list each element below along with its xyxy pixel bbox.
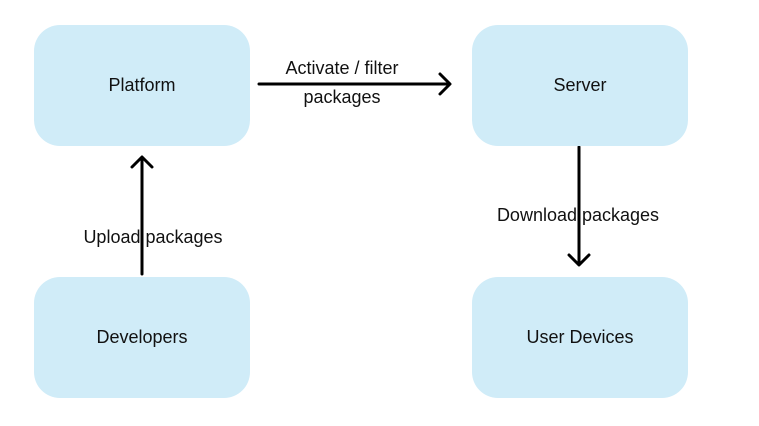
edge-activate-arrowhead (438, 72, 452, 96)
node-platform-label: Platform (108, 75, 176, 95)
edge-upload-arrowhead (130, 155, 154, 169)
edge-activate-arrow (257, 72, 452, 96)
node-platform: Platform (34, 25, 250, 146)
edge-activate-label: Activate / filter packages (285, 58, 399, 107)
edge-upload-label: Upload packages (83, 227, 223, 247)
edge-upload-arrow (130, 155, 154, 276)
node-developers: Developers (34, 277, 250, 398)
node-user-devices-label: User Devices (526, 327, 634, 347)
edge-download-arrowhead (567, 253, 591, 267)
edge-download-arrow (567, 145, 591, 267)
node-developers-label: Developers (96, 327, 188, 347)
node-user-devices: User Devices (472, 277, 688, 398)
edge-download-label: Download packages (496, 205, 660, 225)
node-server-label: Server (553, 75, 607, 95)
node-server: Server (472, 25, 688, 146)
